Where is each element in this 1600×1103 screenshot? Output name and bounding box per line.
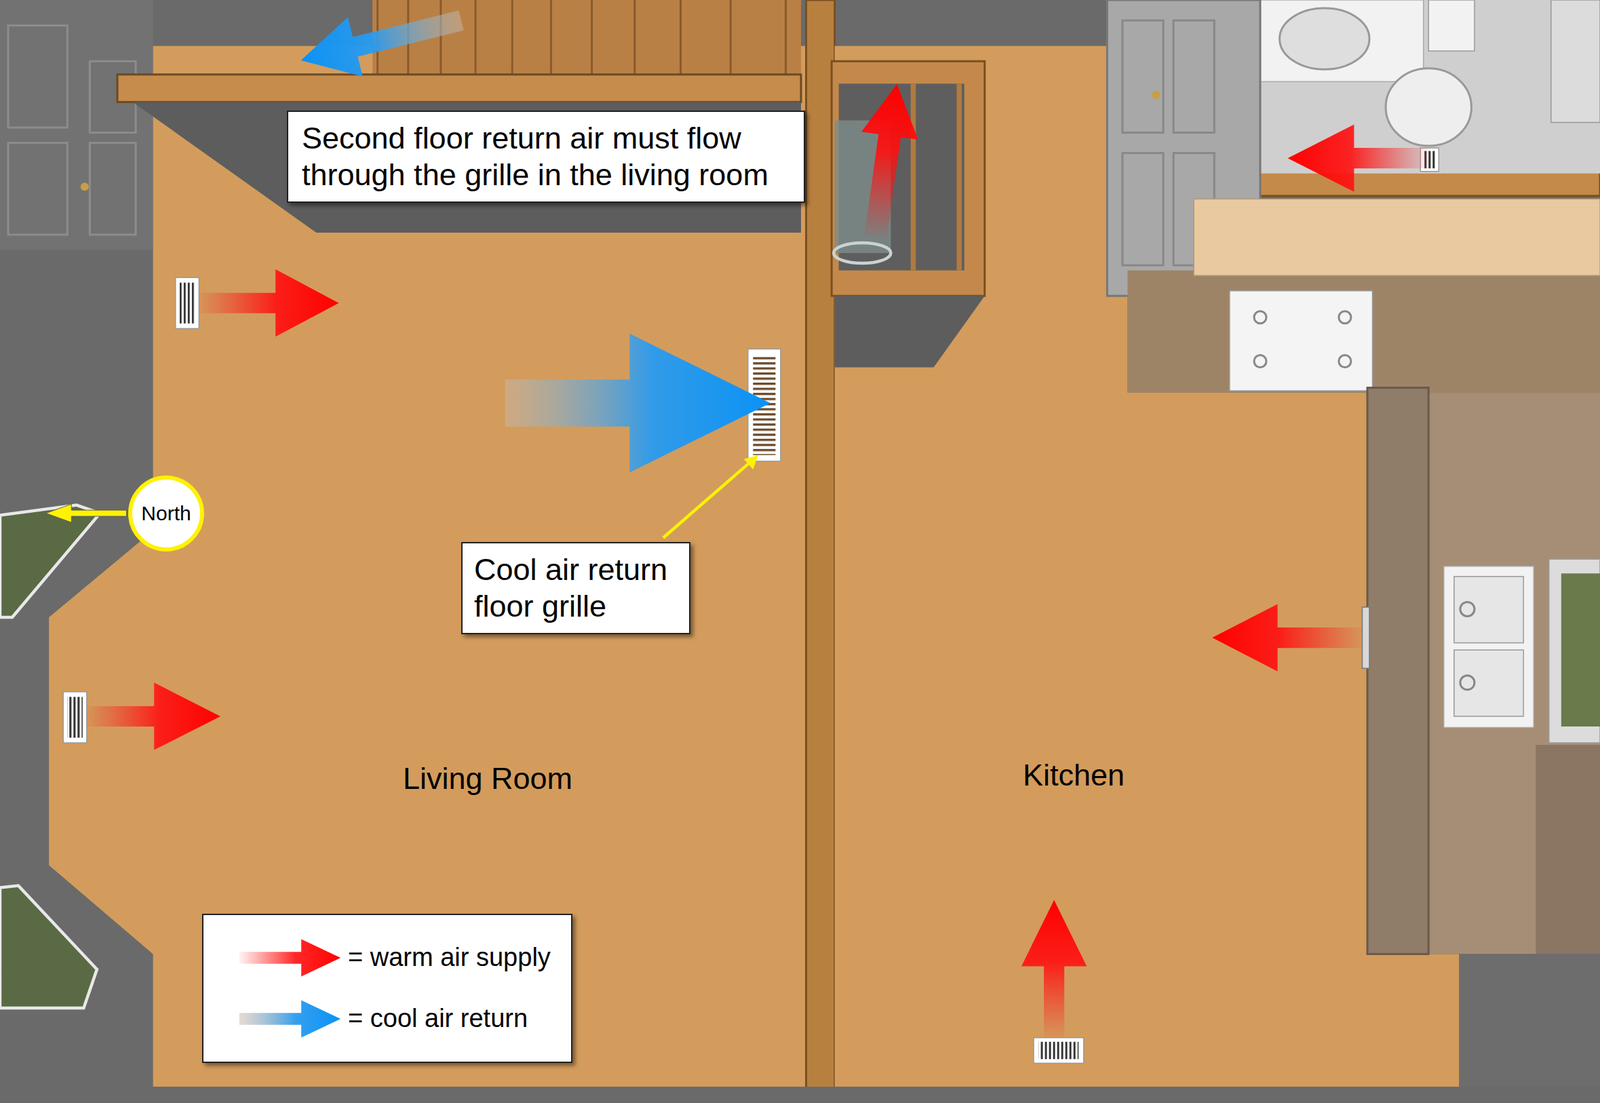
compass-label: North (141, 501, 191, 526)
supply-grille (175, 277, 200, 329)
supply-arrow (198, 269, 339, 337)
note-box: Second floor return air must flow throug… (286, 110, 806, 203)
callout-box: Cool air return floor grille (461, 541, 691, 635)
stove (1229, 290, 1373, 391)
legend-box: = warm air supply = cool air return (202, 913, 573, 1063)
cabinet-door (1122, 153, 1164, 266)
window (0, 885, 97, 1008)
north-arrow (46, 503, 127, 523)
note-text: Cool air return floor grille (474, 551, 678, 625)
wall (1458, 953, 1600, 1103)
burner (1254, 354, 1267, 367)
wall (0, 1086, 1600, 1103)
kitchen-window (1549, 558, 1600, 743)
legend-sample (237, 999, 343, 1039)
supply-arrow (1288, 124, 1430, 192)
grille-slats (67, 696, 83, 738)
sink-basin (1454, 649, 1524, 717)
sink-basin (1454, 576, 1524, 643)
return-arrow (293, 0, 469, 91)
kitchen-sink (1444, 566, 1534, 728)
supply-arrow (1021, 900, 1087, 1038)
burner (1338, 354, 1352, 367)
closet-shelves (912, 83, 960, 270)
bathroom-window (1551, 0, 1600, 123)
legend-text: = cool air return (347, 1003, 528, 1035)
door-panel (8, 143, 68, 235)
supply-arrow (847, 80, 926, 241)
stair-shadow (132, 101, 802, 233)
grille-slats (179, 282, 196, 324)
room-name: Kitchen (1022, 756, 1125, 794)
sink-drain (1460, 601, 1475, 616)
lower-cabinet (1535, 744, 1600, 954)
return-arrow (505, 333, 771, 473)
duct-closet (831, 61, 985, 296)
window (0, 505, 100, 618)
stair-lines (377, 0, 787, 75)
counter-top (1193, 198, 1600, 276)
cabinet-door (1122, 20, 1164, 133)
leader-line (663, 463, 749, 538)
legend-arrow (239, 938, 341, 977)
door-knob (80, 182, 89, 191)
sink-drain (1460, 675, 1475, 690)
legend-sample (237, 938, 343, 978)
compass-outline (130, 477, 203, 550)
counter-side (1367, 387, 1429, 955)
door-panel (8, 25, 68, 128)
door-panel (89, 143, 136, 235)
living-room-floor (48, 46, 806, 1087)
grille-slats (1039, 1041, 1080, 1060)
vanity (1260, 0, 1424, 82)
note-text: Second floor return air must flow throug… (301, 120, 791, 194)
counter-face (1127, 270, 1600, 393)
leader-arrowhead (744, 455, 759, 470)
duct-pipe-end (833, 242, 891, 264)
stair-treads (372, 0, 802, 75)
room-name: Living Room (402, 760, 573, 797)
toilet-tank (1428, 0, 1475, 51)
counter-top (1428, 392, 1600, 954)
window-glass (1561, 573, 1600, 727)
burner (1338, 311, 1352, 324)
supply-grille (1361, 607, 1370, 669)
toilet (1385, 68, 1472, 146)
legend-text: = warm air supply (347, 942, 551, 974)
return-arrow (293, 0, 469, 91)
stair-rail (117, 74, 802, 103)
supply-grille (63, 691, 87, 743)
legend-arrow (239, 999, 341, 1038)
burner (1254, 311, 1267, 324)
cabinet-door (1173, 20, 1215, 133)
supply-arrow (1212, 603, 1362, 671)
closet-shadow (834, 295, 985, 367)
supply-grille (1033, 1037, 1084, 1064)
bathroom-wall (1239, 0, 1600, 197)
legend-entry: = warm air supply (237, 938, 551, 978)
legend-entry: = cool air return (237, 999, 551, 1039)
supply-arrow (847, 80, 926, 241)
compass-circle: North (127, 474, 205, 553)
closet-door (0, 0, 154, 251)
cabinet-knob (1152, 90, 1161, 100)
sink (1279, 8, 1370, 70)
partition-wall (806, 0, 835, 1103)
supply-arrow (86, 682, 221, 750)
